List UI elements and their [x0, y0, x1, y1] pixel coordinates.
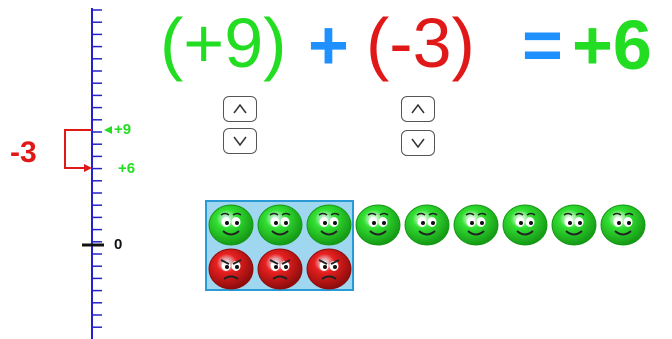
negative-counter: [256, 245, 304, 291]
positive-counter: [305, 201, 353, 247]
second-term-increase-button[interactable]: [401, 96, 435, 122]
second-term: (-3): [366, 4, 475, 82]
jump-label: -3: [10, 136, 37, 169]
jump-arrowhead: [84, 164, 92, 172]
positive-counter: [599, 201, 647, 247]
positive-counter: [452, 201, 500, 247]
second-term-decrease-button[interactable]: [401, 130, 435, 156]
positive-counter: [403, 201, 451, 247]
positive-counter: [501, 201, 549, 247]
first-term: (+9): [160, 4, 287, 82]
chevron-down-icon: [233, 136, 247, 146]
equals-sign: =: [522, 6, 563, 84]
number-line: [64, 8, 112, 339]
jump-bracket: [64, 129, 92, 169]
number-line-start-label: +9: [114, 121, 132, 138]
positive-counter: [354, 201, 402, 247]
number-line-zero-label: 0: [114, 236, 123, 253]
start-marker: [104, 126, 112, 134]
positive-counter: [256, 201, 304, 247]
result: +6: [572, 6, 652, 84]
number-line-ticks: [92, 9, 102, 328]
chevron-up-icon: [233, 104, 247, 114]
number-line-end-label: +6: [118, 160, 136, 177]
positive-counter: [550, 201, 598, 247]
chevron-down-icon: [411, 138, 425, 148]
chevron-up-icon: [411, 104, 425, 114]
negative-counter: [305, 245, 353, 291]
positive-counter: [207, 201, 255, 247]
first-term-decrease-button[interactable]: [223, 128, 257, 154]
first-term-increase-button[interactable]: [223, 96, 257, 122]
plus-operator: +: [308, 6, 349, 84]
negative-counter: [207, 245, 255, 291]
